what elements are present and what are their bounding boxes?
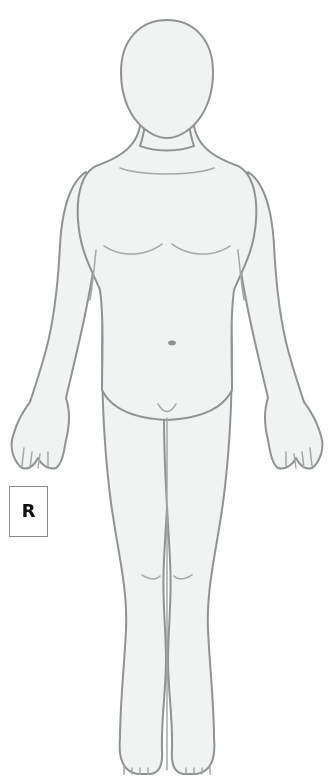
navel-mark [168,341,176,346]
torso[interactable] [78,126,257,420]
head[interactable] [121,20,213,138]
side-indicator-badge: R [9,486,48,537]
leg-gap-line [167,418,168,770]
side-indicator-label: R [22,501,36,522]
